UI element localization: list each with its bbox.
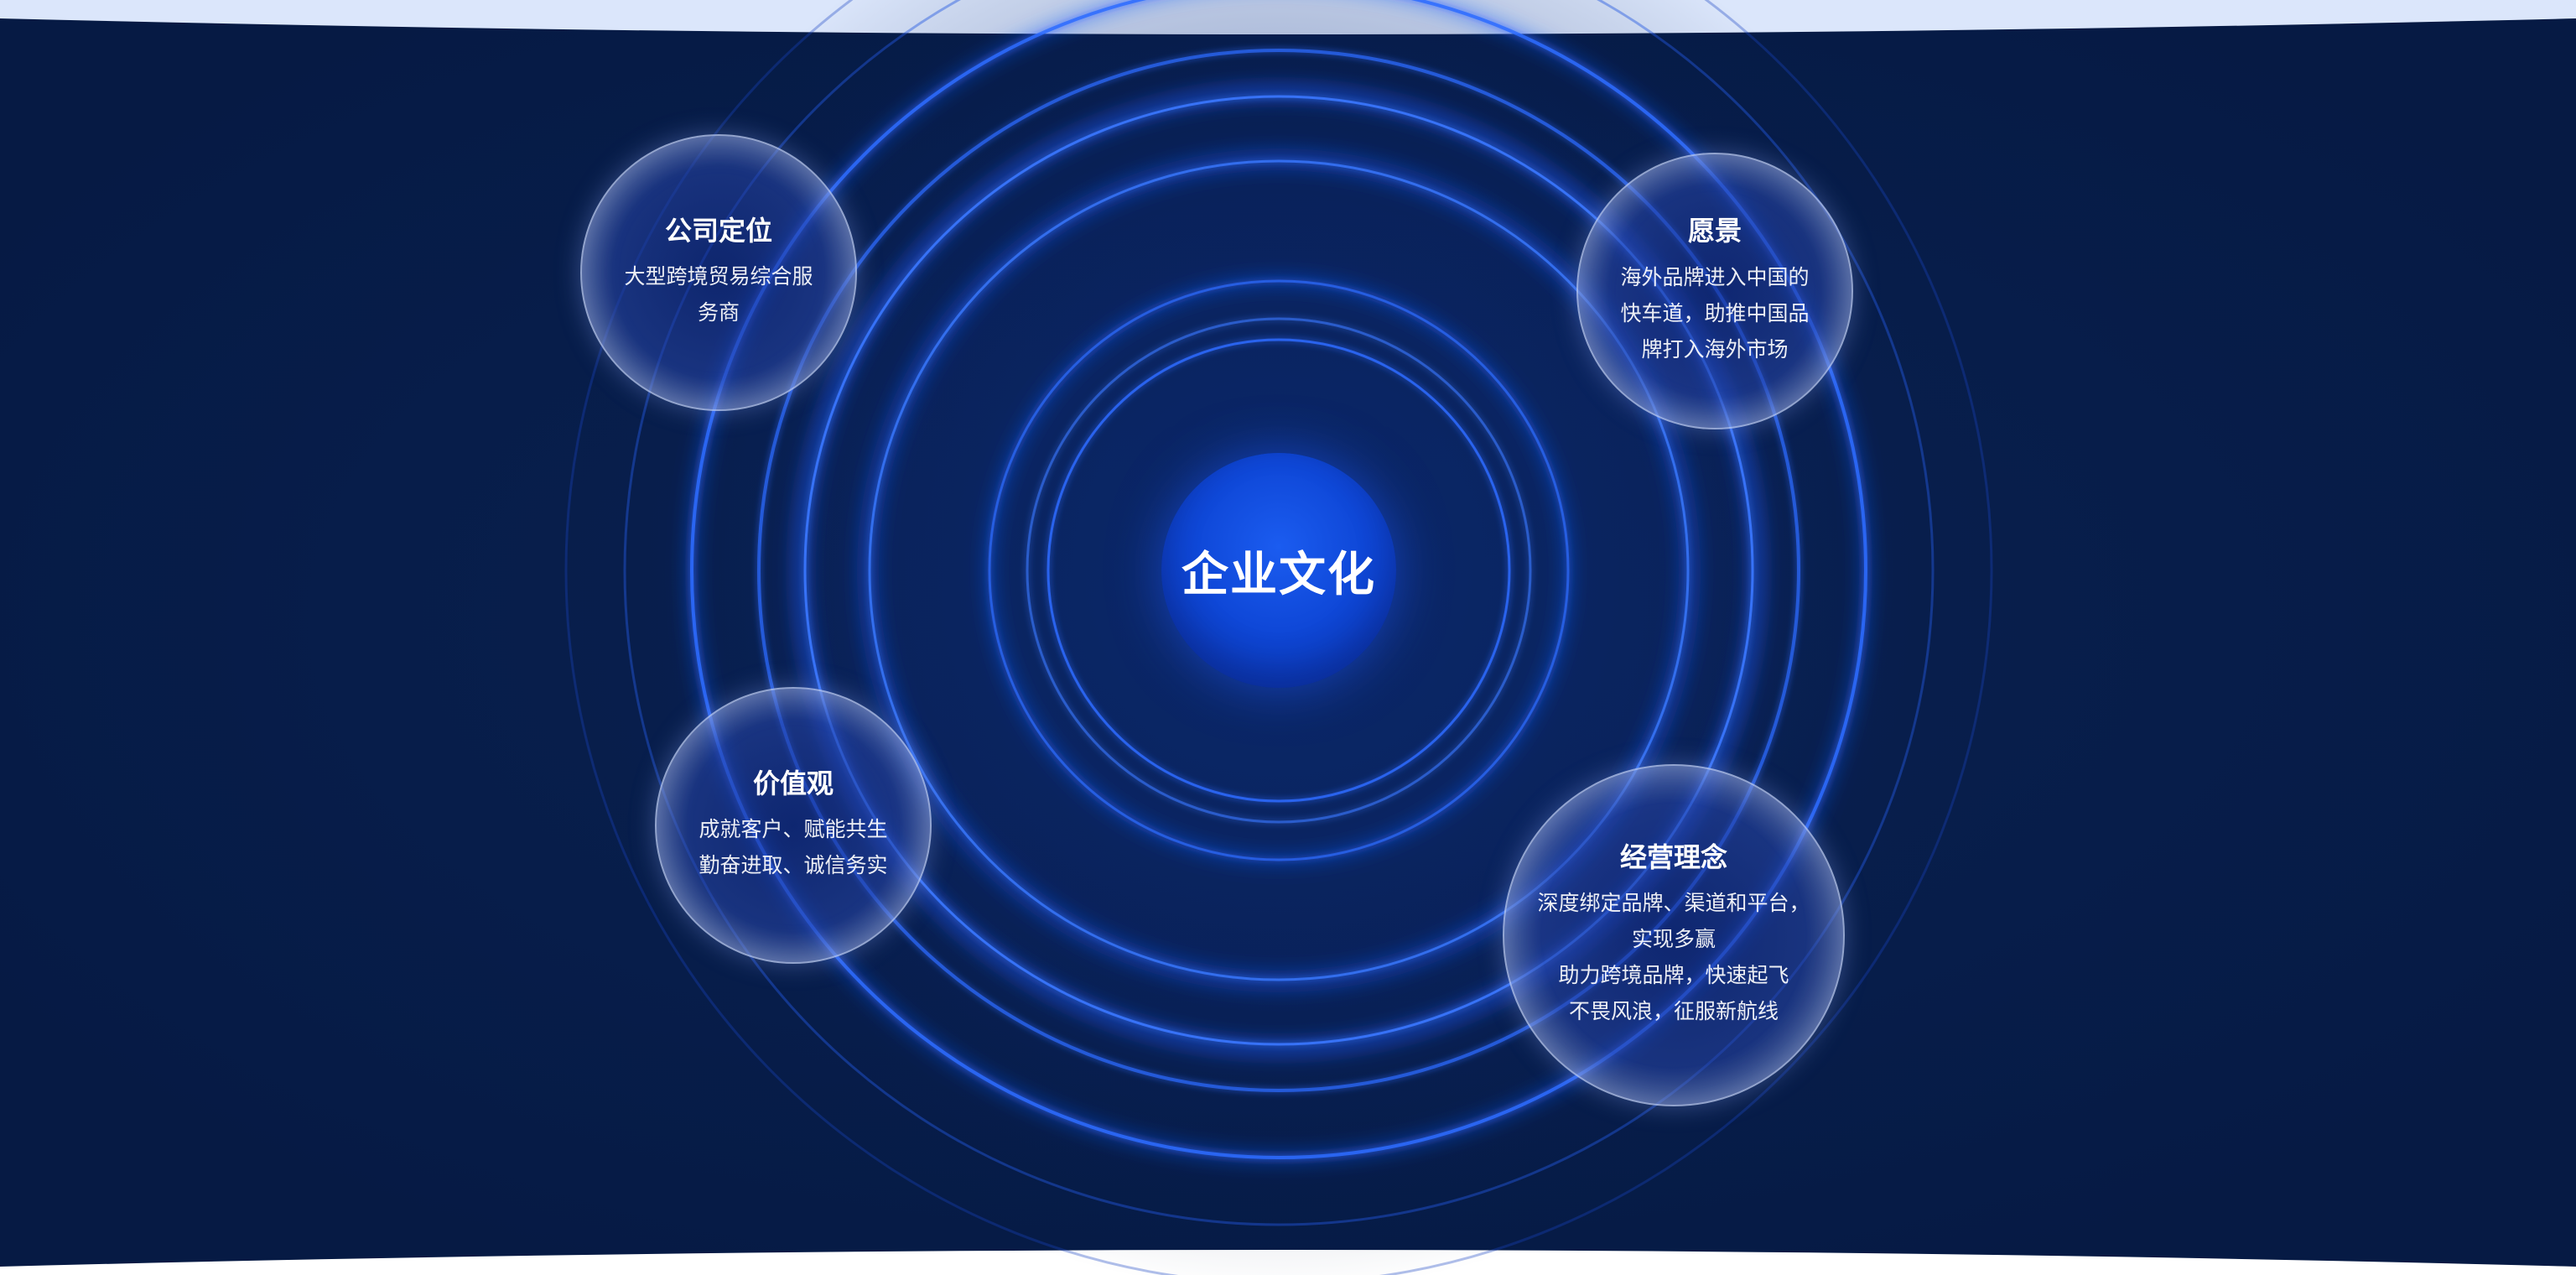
bubble-title: 公司定位 [665, 215, 772, 247]
center-title: 企业文化 [1182, 537, 1376, 605]
bubble-vision: 愿景 海外品牌进入中国的 快车道，助推中国品 牌打入海外市场 [1576, 153, 1853, 429]
center-core: 企业文化 [1161, 453, 1396, 688]
bubble-values: 价值观 成就客户、赋能共生 勤奋进取、诚信务实 [655, 687, 932, 964]
bubble-text: 海外品牌进入中国的 快车道，助推中国品 牌打入海外市场 [1620, 259, 1809, 367]
bubble-company-positioning: 公司定位 大型跨境贸易综合服 务商 [580, 134, 857, 411]
bubble-title: 价值观 [753, 768, 834, 799]
bubble-text: 深度绑定品牌、渠道和平台， 实现多赢 助力跨境品牌，快速起飞 不畏风浪，征服新航… [1537, 885, 1810, 1029]
bubble-title: 愿景 [1688, 215, 1742, 247]
bubble-title: 经营理念 [1620, 841, 1727, 873]
bubble-text: 成就客户、赋能共生 勤奋进取、诚信务实 [699, 811, 887, 883]
bubble-business-philosophy: 经营理念 深度绑定品牌、渠道和平台， 实现多赢 助力跨境品牌，快速起飞 不畏风浪… [1503, 764, 1845, 1106]
bubble-text: 大型跨境贸易综合服 务商 [624, 258, 813, 330]
